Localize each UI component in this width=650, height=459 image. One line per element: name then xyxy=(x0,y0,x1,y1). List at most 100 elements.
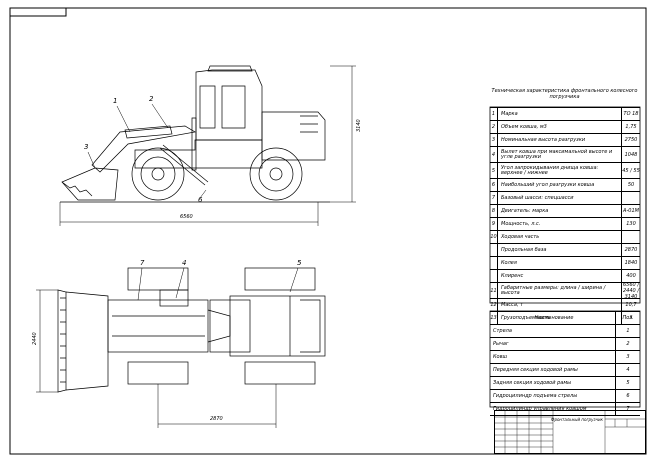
callout-5: 5 xyxy=(297,259,302,267)
part-position: 2 xyxy=(626,341,630,347)
spec-number: 9 xyxy=(490,218,498,230)
callout-4: 4 xyxy=(182,259,187,267)
height-dimension: 3140 xyxy=(356,119,362,132)
parts-row: Стрела 1 xyxy=(490,325,640,338)
parts-header-name: Наименование xyxy=(490,312,616,324)
part-name: Ковш xyxy=(490,351,616,363)
part-position: 3 xyxy=(626,354,630,360)
spec-number: 2 xyxy=(490,121,498,133)
spec-value: 3 xyxy=(629,315,633,321)
part-name: Передняя секция ходовой рамы xyxy=(490,364,616,376)
spec-number: 1 xyxy=(490,108,498,120)
spec-parameter: Колея xyxy=(498,257,622,269)
part-position: 7 xyxy=(626,406,630,412)
spec-value: 45 / 55 xyxy=(622,167,640,174)
callout-3: 3 xyxy=(84,143,89,151)
part-name: Стрела xyxy=(490,325,616,337)
spec-number: 7 xyxy=(490,192,498,204)
spec-value: А-01М xyxy=(623,208,639,214)
parts-row: Рычаг 2 xyxy=(490,338,640,351)
parts-row: Гидроцилиндр управления ковшом 7 xyxy=(490,403,640,416)
spec-parameter: Наибольший угол разгрузки ковша xyxy=(498,179,622,191)
spec-table-title: Техническая характеристика фронтального … xyxy=(491,88,638,100)
part-name: Гидроцилиндр управления ковшом xyxy=(490,403,616,415)
callout-6: 6 xyxy=(198,196,203,204)
spec-value: 2870 xyxy=(624,247,638,253)
spec-number: 3 xyxy=(490,134,498,146)
callout-leaders xyxy=(87,103,299,301)
spec-parameter: Клиренс xyxy=(498,270,622,282)
title-block-name: Фронтальный погрузчик xyxy=(551,417,603,422)
loader-top-view xyxy=(57,267,326,393)
spec-number: 8 xyxy=(490,205,498,217)
spec-parameter: Продольная база xyxy=(498,244,622,256)
width-dimension: 2440 xyxy=(32,332,38,345)
loader-side-view xyxy=(60,65,330,203)
spec-value: ТО 18 xyxy=(623,111,639,117)
spec-value: 1048 xyxy=(624,151,638,158)
spec-number: 5 xyxy=(490,163,498,178)
spec-parameter: Объем ковша, м3 xyxy=(498,121,622,133)
parts-row: Передняя секция ходовой рамы 4 xyxy=(490,364,640,377)
title-block: Фронтальный погрузчик xyxy=(494,410,646,454)
spec-parameter: Вылет ковша при максимальной высоте и уг… xyxy=(498,147,622,162)
side-dimension-lines xyxy=(59,65,356,226)
part-position: 6 xyxy=(626,393,630,399)
spec-value: 2750 xyxy=(624,137,638,143)
spec-number: 12 xyxy=(490,299,498,311)
spec-value: 1,75 xyxy=(625,124,637,130)
callout-2: 2 xyxy=(149,95,154,103)
spec-number: 13 xyxy=(490,312,498,324)
spec-row: Клиренс 400 xyxy=(490,270,640,283)
parts-row: Ковш 3 xyxy=(490,351,640,364)
spec-number xyxy=(490,270,498,282)
wheelbase-dimension: 2870 xyxy=(210,416,223,422)
spec-parameter: Масса, т xyxy=(498,299,622,311)
parts-row: Гидроцилиндр подъема стрелы 6 xyxy=(490,390,640,403)
part-name: Гидроцилиндр подъема стрелы xyxy=(490,390,616,402)
parts-table-header: Наименование Поз. xyxy=(490,312,640,325)
parts-row: Задняя секция ходовой рамы 5 xyxy=(490,377,640,390)
spec-value: 400 xyxy=(626,273,636,279)
length-dimension: 6560 xyxy=(180,214,193,220)
spec-value: 1840 xyxy=(624,260,638,266)
spec-value: 6560 / 2440 / 3140 xyxy=(623,281,639,300)
spec-parameter: Угол запрокидывания днища ковша: верхнее… xyxy=(498,163,622,178)
spec-value: 50 xyxy=(627,182,635,188)
spec-number: 6 xyxy=(490,179,498,191)
spec-number: 4 xyxy=(490,147,498,162)
spec-number xyxy=(490,257,498,269)
spec-number: 10 xyxy=(490,231,498,243)
part-position: 1 xyxy=(626,328,630,334)
corner-box xyxy=(9,7,67,17)
spec-number xyxy=(490,244,498,256)
parts-header-pos: Поз. xyxy=(622,315,634,321)
part-position: 4 xyxy=(626,367,630,373)
spec-parameter: Ходовая часть xyxy=(498,231,622,243)
callout-7: 7 xyxy=(140,259,145,267)
part-name: Рычаг xyxy=(490,338,616,350)
spec-number: 11 xyxy=(490,283,498,298)
spec-parameter: Двигатель: марка xyxy=(498,205,622,217)
part-name: Задняя секция ходовой рамы xyxy=(490,377,616,389)
spec-parameter: Грузоподъемность xyxy=(498,312,622,324)
title-block-grid xyxy=(495,411,645,453)
part-position: 5 xyxy=(626,380,630,386)
sheet-frame xyxy=(9,7,647,455)
spec-parameter: Номинальная высота разгрузки xyxy=(498,134,622,146)
spec-value: 10,7 xyxy=(625,302,637,308)
spec-parameter: Марка xyxy=(498,108,622,120)
